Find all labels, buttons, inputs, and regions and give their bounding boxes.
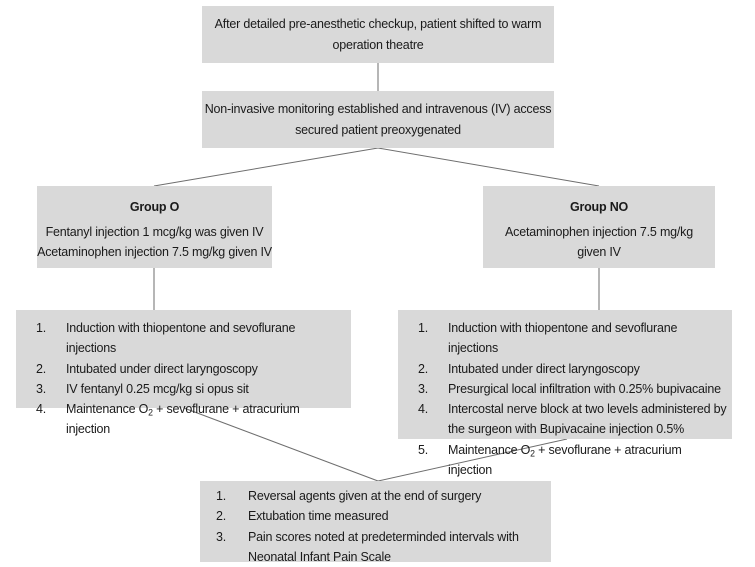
step-text: Intercostal nerve block at two levels ad… bbox=[448, 402, 727, 437]
group-o-line-2: Acetaminophen injection 7.5 mg/kg given … bbox=[37, 245, 272, 260]
step-text: Reversal agents given at the end of surg… bbox=[248, 489, 482, 503]
step-text: Induction with thiopentone and sevoflura… bbox=[66, 321, 296, 356]
start-line-1: After detailed pre-anesthetic checkup, p… bbox=[214, 17, 542, 32]
list-item: 2. Intubated under direct laryngoscopy bbox=[36, 359, 345, 379]
group-o-box: Group O Fentanyl injection 1 mcg/kg was … bbox=[37, 186, 272, 268]
group-no-steps-list: 1. Induction with thiopentone and sevofl… bbox=[418, 318, 728, 480]
step-text-suffix: + sevoflurane + atracurium injection bbox=[66, 402, 300, 437]
step-text: Induction with thiopentone and sevoflura… bbox=[448, 321, 678, 356]
list-item: 1. Induction with thiopentone and sevofl… bbox=[36, 318, 345, 359]
step-number: 4. bbox=[418, 402, 429, 416]
start-box: After detailed pre-anesthetic checkup, p… bbox=[202, 6, 554, 63]
group-o-steps-list: 1. Induction with thiopentone and sevofl… bbox=[36, 318, 345, 440]
list-item: 5. Maintenance O2 + sevoflurane + atracu… bbox=[418, 440, 728, 481]
monitoring-box: Non-invasive monitoring established and … bbox=[202, 91, 554, 148]
step-text: Pain scores noted at predeterminded inte… bbox=[248, 529, 519, 564]
list-item: 4. Intercostal nerve block at two levels… bbox=[418, 399, 728, 440]
list-item: 3. IV fentanyl 0.25 mcg/kg si opus sit bbox=[36, 379, 345, 399]
final-steps-box: 1. Reversal agents given at the end of s… bbox=[200, 481, 551, 564]
step-number: 1. bbox=[36, 321, 47, 335]
monitoring-line-1: Non-invasive monitoring established and … bbox=[204, 102, 552, 117]
step-text-prefix: Maintenance O bbox=[448, 442, 531, 457]
list-item: 1. Induction with thiopentone and sevofl… bbox=[418, 318, 728, 359]
step-text: Intubated under direct laryngoscopy bbox=[66, 361, 258, 376]
oxygen-subscript: 2 bbox=[148, 407, 153, 418]
list-item: 3. Pain scores noted at predeterminded i… bbox=[216, 527, 547, 567]
step-number: 1. bbox=[418, 321, 429, 335]
list-item: 3. Presurgical local infiltration with 0… bbox=[418, 379, 728, 399]
group-no-line-2: given IV bbox=[577, 245, 621, 260]
list-item: 4. Maintenance O2 + sevoflurane + atracu… bbox=[36, 399, 345, 440]
list-item: 1. Reversal agents given at the end of s… bbox=[216, 486, 547, 506]
monitoring-line-2: secured patient preoxygenated bbox=[295, 122, 461, 137]
step-text: Maintenance O2 + sevoflurane + atracuriu… bbox=[448, 440, 728, 481]
step-number: 4. bbox=[36, 402, 47, 416]
oxygen-subscript: 2 bbox=[530, 448, 535, 459]
group-o-line-1: Fentanyl injection 1 mcg/kg was given IV bbox=[45, 224, 264, 239]
group-no-line-1: Acetaminophen injection 7.5 mg/kg bbox=[505, 224, 693, 239]
connector-monitoring-to-group-o bbox=[153, 147, 379, 187]
step-number: 5. bbox=[418, 442, 429, 457]
step-text: Presurgical local infiltration with 0.25… bbox=[448, 381, 721, 396]
group-o-steps-box: 1. Induction with thiopentone and sevofl… bbox=[16, 310, 351, 436]
step-number: 2. bbox=[36, 361, 47, 376]
step-text: IV fentanyl 0.25 mcg/kg si opus sit bbox=[66, 381, 249, 396]
connector-monitoring-to-group-no bbox=[377, 147, 600, 187]
list-item: 2. Intubated under direct laryngoscopy bbox=[418, 359, 728, 379]
step-text: Extubation time measured bbox=[248, 509, 389, 524]
group-no-box: Group NO Acetaminophen injection 7.5 mg/… bbox=[483, 186, 715, 268]
connector-steps-o-to-final bbox=[183, 407, 379, 482]
step-number: 1. bbox=[216, 489, 227, 503]
step-number: 3. bbox=[36, 381, 47, 396]
group-no-steps-box: 1. Induction with thiopentone and sevofl… bbox=[398, 310, 732, 477]
step-number: 2. bbox=[418, 361, 429, 376]
step-text-prefix: Maintenance O bbox=[66, 402, 149, 416]
list-item: 2. Extubation time measured bbox=[216, 506, 547, 526]
group-no-title: Group NO bbox=[569, 199, 629, 214]
final-steps-list: 1. Reversal agents given at the end of s… bbox=[216, 486, 547, 567]
connector-steps-no-to-final bbox=[377, 438, 568, 482]
step-text: Maintenance O2 + sevoflurane + atracuriu… bbox=[66, 399, 345, 440]
step-number: 2. bbox=[216, 509, 227, 524]
step-text: Intubated under direct laryngoscopy bbox=[448, 361, 640, 376]
step-text-suffix: + sevoflurane + atracurium injection bbox=[448, 442, 682, 477]
group-o-title: Group O bbox=[129, 199, 180, 214]
step-number: 3. bbox=[418, 381, 429, 396]
step-number: 3. bbox=[216, 529, 227, 544]
start-line-2: operation theatre bbox=[332, 37, 424, 52]
